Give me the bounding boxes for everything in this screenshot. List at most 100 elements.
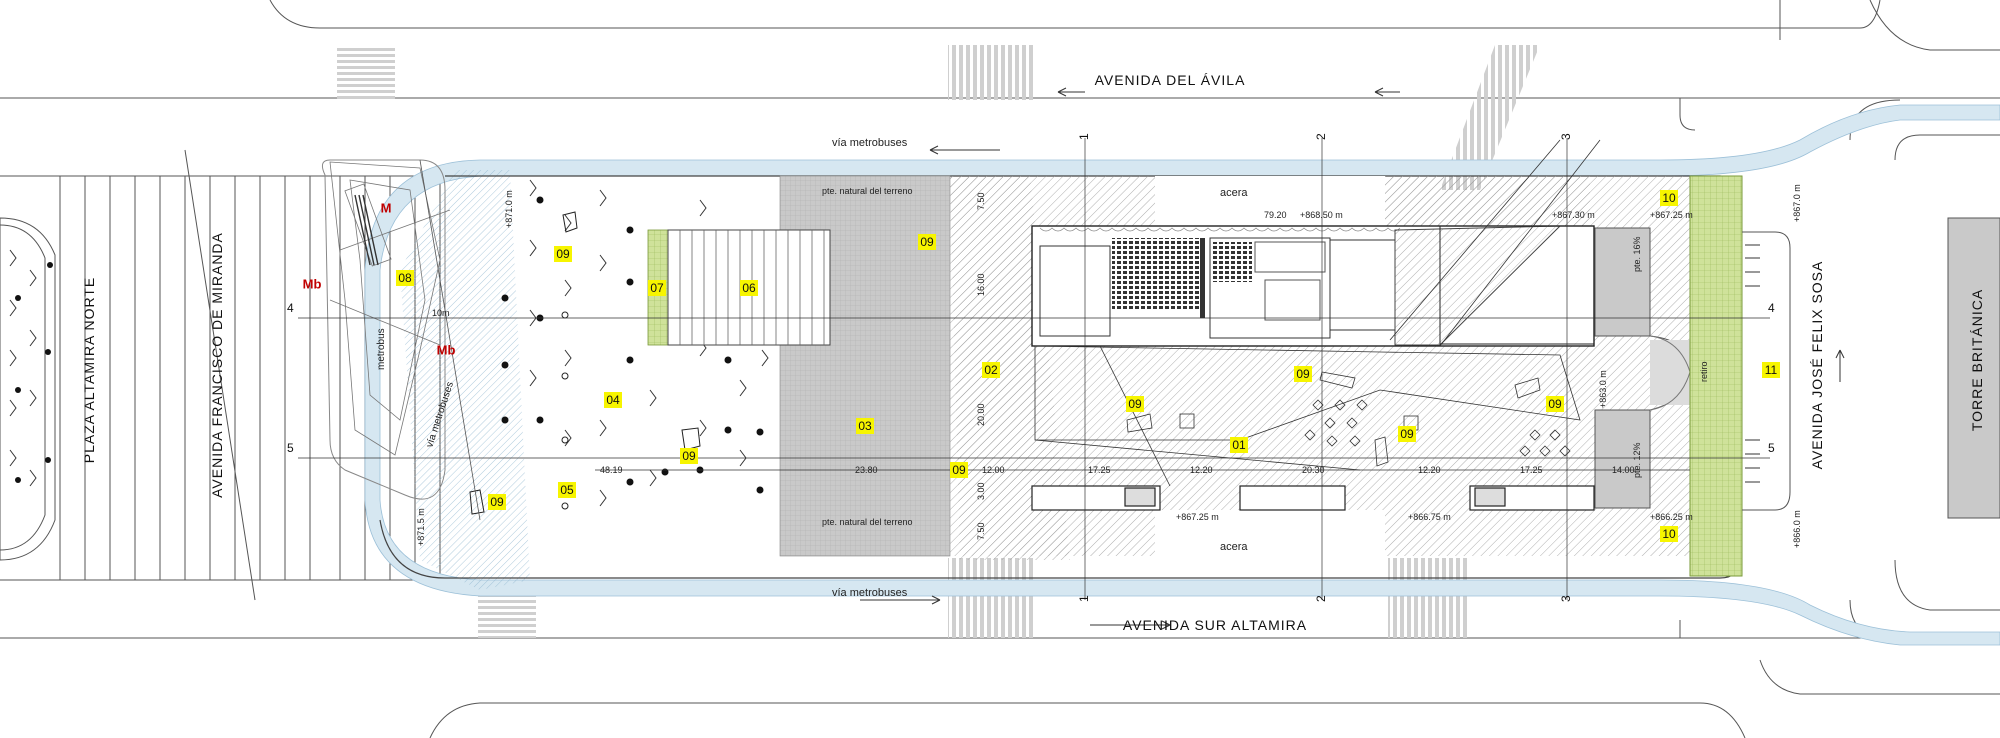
- tag-08: 08: [396, 270, 414, 286]
- traffic-arrows: [860, 87, 1845, 630]
- level-867-25-b: +867.25 m: [1176, 512, 1219, 522]
- dim-48-19: 48.19: [600, 465, 623, 475]
- dim-79-20: 79.20: [1264, 210, 1287, 220]
- axis-2-bottom: 2: [1314, 595, 1328, 602]
- tag-02: 02: [982, 362, 1000, 378]
- street-right-tower: TORRE BRITÁNICA: [1969, 289, 1985, 431]
- svg-text:09: 09: [1400, 427, 1414, 441]
- tag-09-b: 09: [918, 234, 936, 250]
- dim-16-00: 16.00: [976, 273, 986, 296]
- dim-7-50-a: 7.50: [976, 192, 986, 210]
- dim-20-00: 20.00: [976, 403, 986, 426]
- tag-09-e: 09: [950, 462, 968, 478]
- plaza-block: [0, 217, 56, 561]
- svg-text:09: 09: [490, 495, 504, 509]
- dim-20-30: 20.30: [1302, 465, 1325, 475]
- tag-11: 11: [1762, 362, 1780, 378]
- tag-06: 06: [740, 280, 758, 296]
- slope-top: pte. 16%: [1632, 236, 1642, 272]
- building-bottom: [1031, 485, 1595, 511]
- svg-text:10: 10: [1662, 527, 1676, 541]
- tower-block: [1947, 217, 2000, 519]
- sidewalk-top: acera: [1220, 187, 1248, 199]
- tag-09-h: 09: [1398, 426, 1416, 442]
- building-top: [1031, 225, 1595, 347]
- svg-text:09: 09: [1128, 397, 1142, 411]
- level-868: +868.50 m: [1300, 210, 1343, 220]
- tag-10-a: 10: [1660, 190, 1678, 206]
- tag-07: 07: [648, 280, 666, 296]
- tag-03: 03: [856, 418, 874, 434]
- retiro-label: retiro: [1699, 361, 1709, 382]
- metrobus-mb2: Mb: [437, 343, 456, 358]
- dim-12-20-a: 12.20: [1190, 465, 1213, 475]
- slope-bottom: pte. 12%: [1632, 442, 1642, 478]
- level-866: +866.0 m: [1792, 510, 1802, 548]
- lane-metrobus: metrobus: [376, 328, 387, 370]
- dim-12-00: 12.00: [982, 465, 1005, 475]
- dim-3-00: 3.00: [976, 482, 986, 500]
- svg-text:09: 09: [1548, 397, 1562, 411]
- level-871-5: +871.5 m: [416, 508, 426, 546]
- svg-text:02: 02: [984, 363, 998, 377]
- level-867: +867.0 m: [1792, 184, 1802, 222]
- axis-1-bottom: 1: [1077, 595, 1091, 602]
- level-863: +863.0 m: [1598, 370, 1608, 408]
- dim-17-25-a: 17.25: [1088, 465, 1111, 475]
- tag-09-g: 09: [1294, 366, 1312, 382]
- level-867-25-a: +867.25 m: [1650, 210, 1693, 220]
- tag-09-a: 09: [554, 246, 572, 262]
- metro-m: M: [381, 201, 392, 216]
- svg-text:08: 08: [398, 271, 412, 285]
- lane-top: vía metrobuses: [832, 137, 908, 149]
- svg-text:09: 09: [556, 247, 570, 261]
- svg-text:06: 06: [742, 281, 756, 295]
- axis-3-bottom: 3: [1559, 595, 1573, 602]
- axis-2-top: 2: [1314, 133, 1328, 140]
- svg-text:03: 03: [858, 419, 872, 433]
- metrobus-mb1: Mb: [303, 277, 322, 292]
- street-top: AVENIDA DEL ÁVILA: [1095, 72, 1246, 88]
- svg-text:10: 10: [1662, 191, 1676, 205]
- dim-12-20-b: 12.20: [1418, 465, 1441, 475]
- street-right-avenue: AVENIDA JOSÉ FELIX SOSA: [1809, 261, 1825, 470]
- sidewalk-bottom: acera: [1220, 541, 1248, 553]
- tag-09-c: 09: [680, 448, 698, 464]
- metrobus-lane: [364, 104, 2000, 646]
- tag-01: 01: [1230, 437, 1248, 453]
- svg-text:11: 11: [1765, 363, 1778, 377]
- tag-05: 05: [558, 482, 576, 498]
- lane-bottom: vía metrobuses: [832, 587, 908, 599]
- axis-1-top: 1: [1077, 133, 1091, 140]
- dim-23-80: 23.80: [855, 465, 878, 475]
- tables-cluster: [1126, 371, 1571, 467]
- level-871: +871.0 m: [504, 190, 514, 228]
- svg-text:05: 05: [560, 483, 574, 497]
- terrain-top: pte. natural del terreno: [822, 186, 913, 196]
- dim-14-00: 14.00: [1612, 465, 1635, 475]
- tag-09-d: 09: [488, 494, 506, 510]
- tag-09-i: 09: [1546, 396, 1564, 412]
- axis-5-right: 5: [1768, 441, 1775, 455]
- street-bottom: AVENIDA SUR ALTAMIRA: [1123, 617, 1307, 633]
- svg-text:09: 09: [952, 463, 966, 477]
- tag-10-b: 10: [1660, 526, 1678, 542]
- axis-4-right: 4: [1768, 301, 1775, 315]
- grid-axes: [298, 138, 1770, 600]
- diagonal-planes: [1034, 139, 1601, 487]
- svg-text:09: 09: [682, 449, 696, 463]
- street-left-plaza: PLAZA ALTAMIRA NORTE: [81, 277, 97, 464]
- svg-text:07: 07: [650, 281, 664, 295]
- level-867-30: +867.30 m: [1552, 210, 1595, 220]
- dim-10m: 10m: [432, 308, 450, 318]
- svg-text:04: 04: [606, 393, 620, 407]
- svg-text:09: 09: [920, 235, 934, 249]
- dim-17-25-b: 17.25: [1520, 465, 1543, 475]
- tag-04: 04: [604, 392, 622, 408]
- axis-4-left: 4: [287, 301, 294, 315]
- tag-09-f: 09: [1126, 396, 1144, 412]
- level-866-75: +866.75 m: [1408, 512, 1451, 522]
- level-866-25: +866.25 m: [1650, 512, 1693, 522]
- street-left-avenue: AVENIDA FRANCISCO DE MIRANDA: [209, 232, 225, 498]
